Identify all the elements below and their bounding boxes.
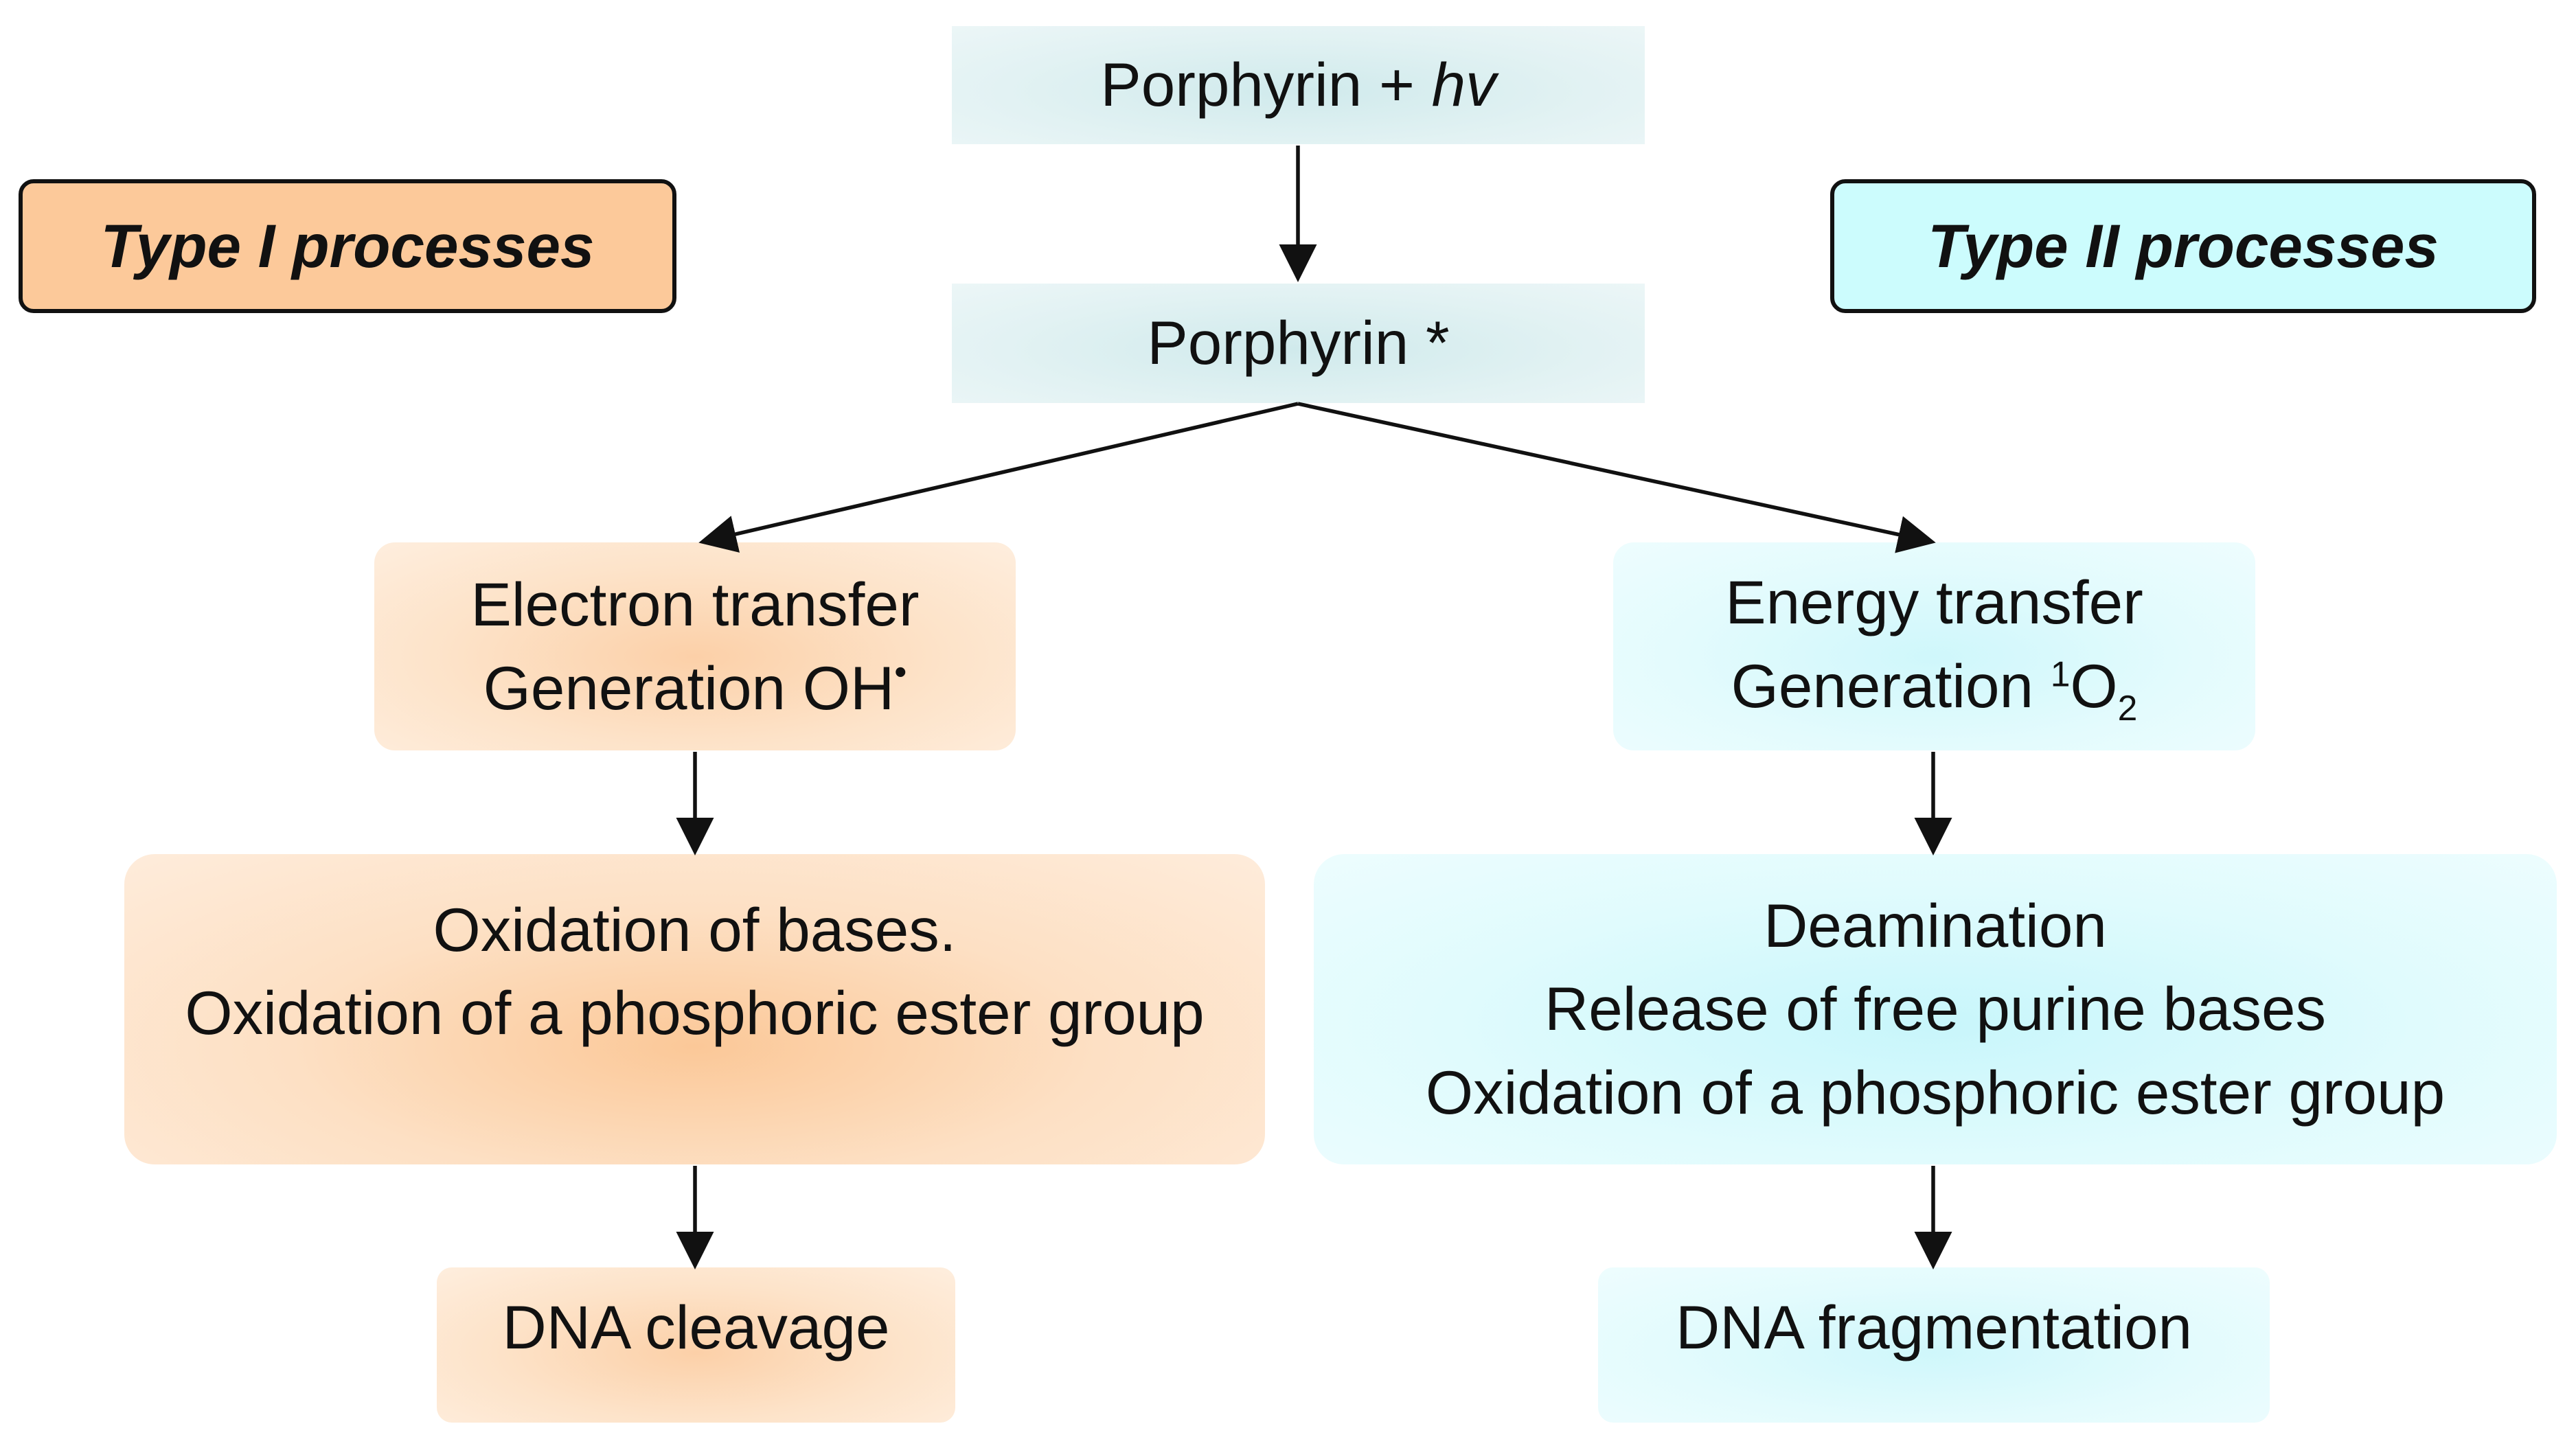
energy-transfer-text: Energy transfer xyxy=(1725,568,2143,637)
porphyrin-excited-text: Porphyrin * xyxy=(1147,308,1450,378)
type-i-label-text: Type I processes xyxy=(100,211,595,280)
oxidation-phosphoric-ester-text: Oxidation of a phosphoric ester group xyxy=(185,978,1205,1047)
electron-transfer-box: Electron transfer Generation OH• xyxy=(374,542,1016,750)
oxidation-of-bases-box: Oxidation of bases. Oxidation of a phosp… xyxy=(124,854,1265,1164)
deamination-text: Deamination xyxy=(1764,891,2107,961)
oxygen-subscript: 2 xyxy=(2117,687,2138,728)
radical-dot: • xyxy=(894,651,907,691)
dna-cleavage-box: DNA cleavage xyxy=(437,1267,955,1423)
porphyrin-excited-box: Porphyrin * xyxy=(952,284,1645,403)
generation-oh-main: Generation OH xyxy=(483,653,895,722)
dna-fragmentation-text: DNA fragmentation xyxy=(1676,1293,2192,1362)
porphyrin-hv-text: Porphyrin + hv xyxy=(1100,43,1496,126)
oxidation-of-bases-text: Oxidation of bases. xyxy=(433,895,957,964)
porphyrin-hv-prefix: Porphyrin + xyxy=(1100,50,1432,119)
release-purine-bases-text: Release of free purine bases xyxy=(1545,974,2326,1044)
type-ii-label: Type II processes xyxy=(1830,179,2536,313)
oxidation-phosphoric-ester-text-2: Oxidation of a phosphoric ester group xyxy=(1425,1057,2446,1127)
arrow-excited-to-type-i xyxy=(698,402,1299,553)
arrow-excited-to-type-ii xyxy=(1297,402,1936,553)
type-ii-label-text: Type II processes xyxy=(1928,211,2439,280)
singlet-superscript: 1 xyxy=(2050,653,2071,693)
deamination-box: Deamination Release of free purine bases… xyxy=(1314,854,2557,1164)
dna-fragmentation-box: DNA fragmentation xyxy=(1598,1267,2270,1423)
hv-symbol: hv xyxy=(1431,50,1496,119)
generation-oh-text: Generation OH• xyxy=(483,647,907,730)
generation-singlet-oxygen-text: Generation 1O2 xyxy=(1731,645,2138,732)
generation-prefix: Generation xyxy=(1731,651,2051,720)
oxygen-symbol: O xyxy=(2070,651,2118,720)
type-i-label: Type I processes xyxy=(19,179,676,313)
dna-cleavage-text: DNA cleavage xyxy=(502,1293,890,1362)
electron-transfer-text: Electron transfer xyxy=(470,570,920,639)
porphyrin-hv-box: Porphyrin + hv xyxy=(952,26,1645,144)
energy-transfer-box: Energy transfer Generation 1O2 xyxy=(1613,542,2255,750)
